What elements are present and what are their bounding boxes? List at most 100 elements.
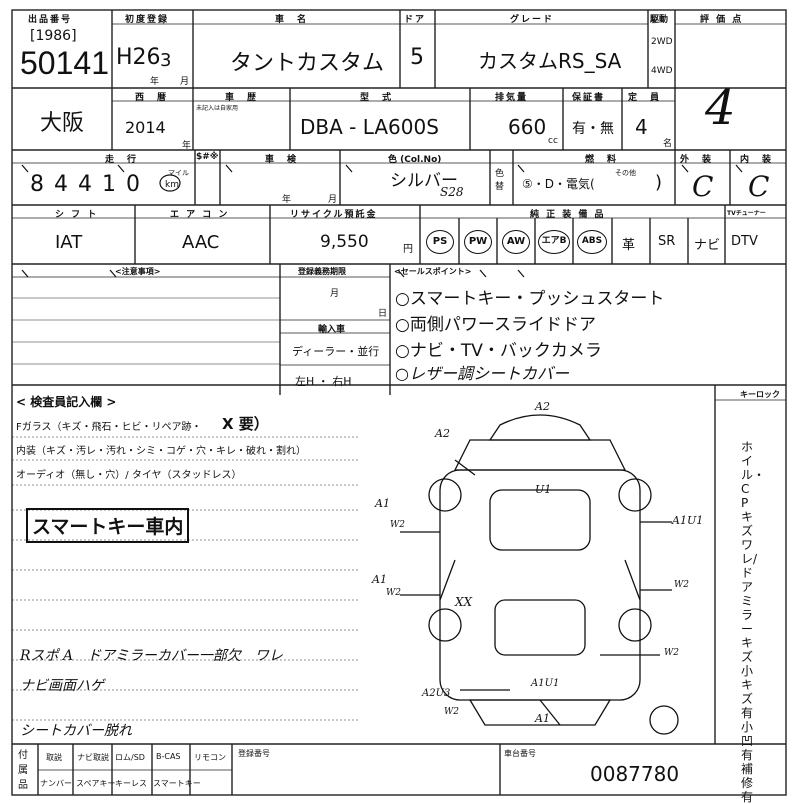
equipment-navi: ナビ	[694, 238, 721, 253]
aircon-label: エ ア コ ン	[170, 210, 230, 220]
equipment-pw: PW	[464, 230, 492, 254]
color-code: S28	[440, 185, 464, 199]
warranty: 有・無	[572, 121, 614, 137]
import-dealer: ディーラー・並行	[292, 345, 380, 358]
damage-mark: A2U3	[422, 688, 451, 699]
drive-2wd: 2WD	[651, 37, 673, 47]
smart-key-stamp: スマートキー車内	[26, 508, 190, 543]
sales-point: ○レザー調シートカバー	[395, 364, 569, 383]
color-label: 色 (Col.No)	[388, 155, 442, 165]
inspector-title: < 検査員記入欄 >	[16, 395, 117, 409]
interior-label: 内 装	[740, 155, 774, 165]
car-name: タントカスタム	[230, 51, 385, 76]
mileage-digit: 8	[30, 172, 54, 197]
audio-line: オーディオ（無し・穴）/ タイヤ（スタッドレス）	[16, 470, 242, 481]
damage-mark: W2	[390, 520, 405, 530]
accessory: ナビ取説	[77, 753, 109, 762]
fuel: ⑤・D・電気(	[522, 177, 595, 191]
accessory: スペアキー	[76, 779, 116, 788]
wheel-side-note: ホイル・CPキズワレ/ドアミラーキズ小キズ有 小凹有 補修有	[741, 440, 766, 804]
equipment-ps: PS	[426, 230, 454, 254]
capacity-unit: 名	[663, 139, 673, 149]
tv-label: TVチューナー	[727, 210, 766, 217]
damage-mark: XX	[455, 595, 473, 609]
aircon: AAC	[182, 232, 220, 253]
equipment-leather: 革	[622, 238, 636, 253]
shift-label: シ フ ト	[55, 210, 99, 220]
glass-mark: X 要）	[222, 415, 269, 433]
model-year: 2014	[125, 118, 166, 137]
door-count: 5	[410, 45, 424, 70]
accessories-label: 付属品	[18, 750, 28, 791]
shaken-label: 車 検	[265, 155, 299, 165]
displacement: 660	[508, 115, 547, 139]
reg-month: 月	[330, 289, 340, 299]
equipment-aw: AW	[502, 230, 530, 254]
damage-mark: W2	[674, 580, 689, 590]
reg-deadline-label: 登録義務期限	[298, 267, 346, 276]
import-handle: 左H ・ 右H	[295, 375, 352, 388]
interior-line: 内装（キズ・汚レ・汚れ・シミ・コゲ・穴・キレ・破れ・割れ）	[16, 446, 306, 457]
drive-label: 駆動	[650, 15, 669, 25]
chassis-label: 車台番号	[504, 749, 536, 758]
damage-mark: A1U1	[672, 514, 704, 527]
accessory: キーレス	[115, 779, 147, 788]
dollar-label: $#※	[196, 152, 219, 162]
color: シルバー	[390, 171, 458, 191]
sales-point: ○両側パワースライドドア	[395, 315, 596, 335]
mileage-unit-mile: マイル	[168, 169, 189, 177]
history-note: 未記入は自家用	[196, 105, 239, 112]
damage-mark: U1	[535, 483, 552, 496]
capacity-label: 定 員	[628, 93, 662, 103]
model-label: 型 式	[360, 93, 394, 103]
mileage-label: 走 行	[105, 155, 139, 165]
model-code: DBA - LA600S	[300, 115, 439, 139]
warranty-label: 保証書	[572, 93, 606, 103]
damage-mark: W2	[444, 707, 459, 717]
mileage-unit-km: km	[165, 180, 179, 190]
history-label: 車 歴	[225, 93, 259, 103]
color-change-label: 色替	[495, 169, 505, 192]
equipment-airbag: エアB	[538, 230, 570, 254]
area: 大阪	[40, 111, 85, 136]
grade-label: グレード	[510, 15, 555, 25]
first-reg-era: H26	[116, 45, 161, 70]
accessory: ナンバー	[40, 779, 72, 788]
damage-mark: A1	[375, 497, 390, 510]
caution-label: <注意事項>	[115, 267, 161, 276]
tv: DTV	[731, 234, 758, 249]
ship-no-label: 出品番号	[28, 15, 73, 25]
damage-mark: A1	[372, 573, 387, 586]
recycle: 9,550	[320, 232, 369, 252]
exterior-grade: C	[692, 170, 714, 203]
capacity: 4	[635, 115, 648, 139]
rating-label: 評 価 点	[700, 15, 744, 25]
mileage-digit: 1	[102, 172, 126, 197]
interior-grade: C	[748, 170, 770, 203]
accessory: 取説	[46, 753, 62, 762]
glass-line: Fガラス（キズ・飛石・ヒビ・リペア跡・	[16, 422, 202, 433]
damage-mark: A2	[435, 427, 450, 440]
damage-mark: W2	[664, 648, 679, 658]
mileage-digits: 84410	[30, 172, 150, 197]
year-unit: 年	[182, 141, 192, 151]
shift: IAT	[55, 232, 83, 253]
displacement-unit: cc	[548, 136, 558, 146]
first-reg-month-unit: 月	[180, 77, 190, 87]
displacement-label: 排気量	[495, 93, 529, 103]
year-label: 西 暦	[135, 93, 169, 103]
hand-note: ナビ画面ハゲ	[20, 678, 104, 694]
equipment-label: 純 正 装 備 品	[530, 210, 606, 220]
damage-mark: A1U1	[531, 678, 560, 689]
hand-note: シートカバー脱れ	[20, 723, 132, 739]
keylock-label: キーロック	[740, 390, 780, 399]
drive-4wd: 4WD	[651, 66, 673, 76]
lot-number: 50141	[20, 45, 109, 81]
accessory: スマートキー	[153, 779, 201, 788]
damage-mark: A2	[535, 400, 550, 413]
fuel-other: その他	[615, 169, 636, 177]
sales-point: ○ナビ・TV・バックカメラ	[395, 341, 602, 361]
fuel-close: )	[655, 172, 663, 193]
exterior-label: 外 装	[680, 155, 714, 165]
